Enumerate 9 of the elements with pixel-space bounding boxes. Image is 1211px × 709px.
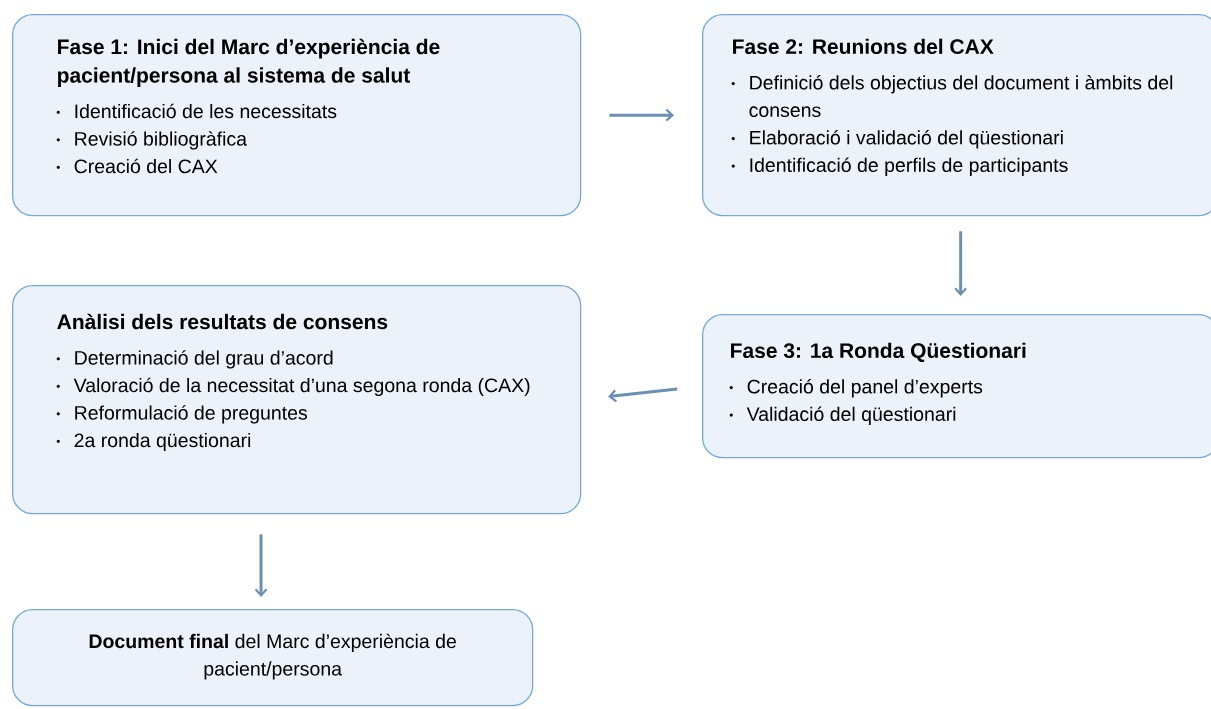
process-box: Fase 1: Inici del Marc d’experiència de pacient/persona al sistema de salut Identificació de les necessitats Revisió bibliogràfica Creació del CAX <box>12 14 582 217</box>
process-box: Fase 3: 1a Ronda Qüestionari Creació del panel d’experts Validació del qüestionari <box>702 314 1211 459</box>
arrow <box>608 387 678 403</box>
process-box: Anàlisi dels resultats de consens Determinació del grau d’acord Valoració de la necessitat d’una segona ronda (CAX) Reformulació de preguntes 2a ronda qüestionari <box>12 285 582 515</box>
arrow <box>954 231 967 296</box>
process-box: Document final del Marc d’experiència de pacient/persona <box>12 609 534 707</box>
arrow <box>609 108 674 122</box>
arrow <box>254 534 268 597</box>
process-box: Fase 2: Reunions del CAX Definició dels objectius del document i àmbits del consens Elaboració i validació del qüestionari Identificació de perfils de participants <box>702 14 1211 217</box>
